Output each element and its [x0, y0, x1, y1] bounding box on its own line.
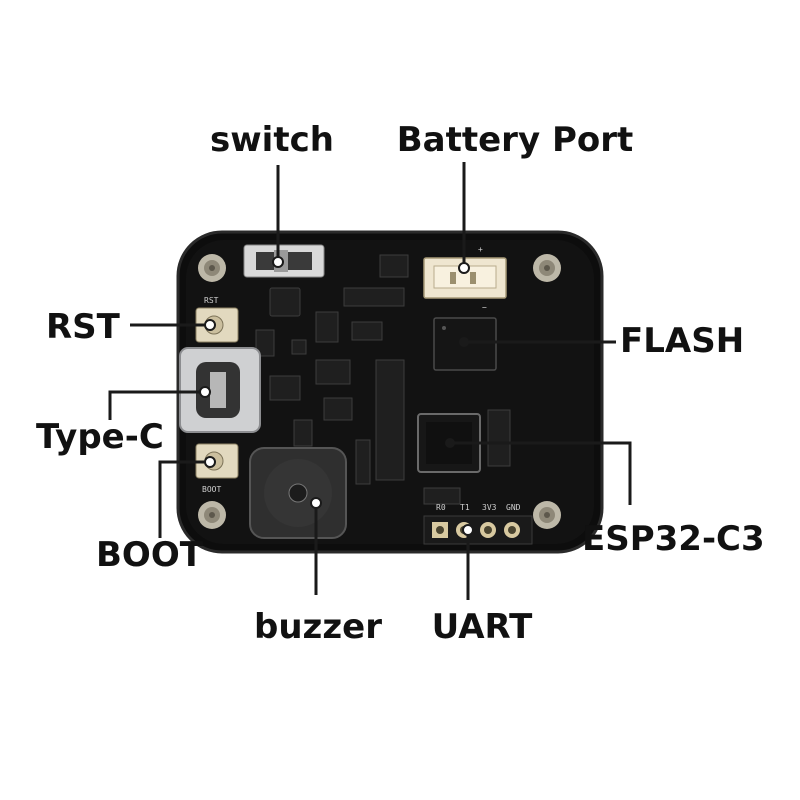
type-c-leader [108, 390, 205, 420]
screw-icon [533, 254, 561, 282]
battery-minus-mark: − [482, 303, 487, 312]
smd-components [255, 254, 511, 505]
label-esp32-c3: ESP32-C3 [582, 519, 765, 559]
leader-lines [108, 162, 632, 600]
mounting-screws [198, 254, 561, 529]
slide-switch [243, 244, 325, 278]
rst-silkscreen: RST [204, 296, 219, 305]
label-rst: RST [46, 307, 121, 347]
label-boot: BOOT [96, 535, 204, 575]
buzzer-component [249, 447, 347, 539]
uart-pin-label: 3V3 [482, 503, 497, 512]
uart-pin-label: R0 [436, 503, 446, 512]
leader-endpoints [199, 256, 474, 536]
label-switch: switch [210, 120, 334, 160]
callout-labels: switch Battery Port RST FLASH Type-C BOO… [36, 120, 765, 647]
screw-icon [533, 501, 561, 529]
boot-leader [158, 460, 210, 538]
usb-type-c-port [179, 347, 261, 433]
label-battery-port: Battery Port [397, 120, 634, 160]
uart-pin-label: T1 [460, 503, 470, 512]
label-uart: UART [432, 607, 534, 647]
esp32-leader [450, 441, 632, 505]
screw-icon [198, 501, 226, 529]
battery-plus-mark: + [478, 245, 483, 254]
screw-icon [198, 254, 226, 282]
label-flash: FLASH [620, 321, 744, 361]
boot-silkscreen: BOOT [202, 485, 221, 494]
uart-pin-label: GND [506, 503, 521, 512]
label-buzzer: buzzer [254, 607, 382, 647]
label-type-c: Type-C [36, 417, 164, 457]
